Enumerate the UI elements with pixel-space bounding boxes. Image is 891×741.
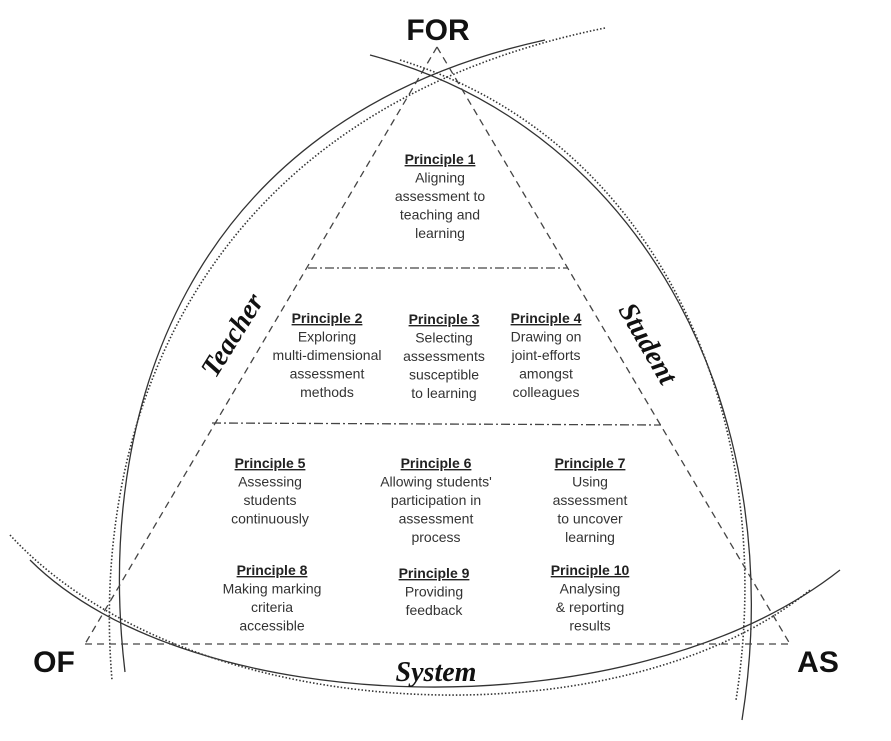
principle-block: Principle 6 Allowing students' participati… (380, 455, 492, 545)
principle-block: Principle 4 Drawing on joint-efforts amongs… (511, 310, 582, 400)
principle-description-line: teaching and (400, 207, 480, 223)
principle-description-line: students (244, 492, 297, 508)
triangle-left-edge (84, 46, 438, 645)
principle-description-line: Providing (405, 584, 463, 600)
principle-description-line: continuously (231, 511, 309, 527)
principle-description-line: Using (572, 474, 608, 490)
corner-label-for: FOR (406, 14, 470, 47)
tier-divider-2 (211, 422, 662, 426)
principle-description-line: Allowing students' (380, 474, 492, 490)
principle-title: Principle 3 (409, 311, 480, 327)
principle-title: Principle 10 (551, 562, 630, 578)
principle-description-line: assessment (399, 511, 474, 527)
principle-description-line: participation in (391, 492, 481, 508)
principle-description-line: to learning (411, 385, 476, 401)
principle-title: Principle 6 (401, 455, 472, 471)
side-label-student: Student (612, 298, 684, 391)
arc-student-solid (369, 54, 752, 721)
principle-description-line: learning (565, 529, 615, 545)
principle-description-line: criteria (251, 599, 293, 615)
principle-description-line: Selecting (415, 330, 473, 346)
arc-group (9, 27, 841, 721)
principle-description-line: Analysing (560, 581, 621, 597)
principle-description-line: methods (300, 384, 354, 400)
arc-system-dotted (9, 534, 811, 696)
principle-description-line: Exploring (298, 329, 356, 345)
principle-description-line: assessments (403, 348, 485, 364)
side-label-system: System (396, 657, 477, 688)
side-label-teacher: Teacher (195, 287, 271, 383)
principle-title: Principle 5 (235, 455, 306, 471)
principle-description-line: amongst (519, 366, 573, 382)
principle-block: Principle 2 Exploring multi-dimensional ass… (273, 310, 382, 400)
principle-title: Principle 8 (237, 562, 308, 578)
principle-block: Principle 8 Making marking criteria accessi… (223, 562, 322, 634)
principle-description-line: learning (415, 225, 465, 241)
principle-description-line: assessment to (395, 188, 485, 204)
principle-description-line: susceptible (409, 367, 479, 383)
principle-title: Principle 1 (405, 151, 476, 167)
triangle-group (84, 46, 791, 645)
principle-description-line: Drawing on (511, 329, 582, 345)
principle-block: Principle 9 Providing feedback (399, 565, 470, 618)
triangle-right-edge (436, 46, 791, 645)
principle-description-line: feedback (406, 602, 464, 618)
principle-block: Principle 3 Selecting assessments susceptib… (403, 311, 485, 401)
arc-teacher-solid (118, 39, 546, 673)
principle-description-line: process (411, 529, 460, 545)
principle-description-line: Aligning (415, 170, 465, 186)
principle-title: Principle 2 (292, 310, 363, 326)
principle-description-line: Making marking (223, 581, 322, 597)
principle-description-line: accessible (239, 618, 305, 634)
principle-title: Principle 4 (511, 310, 582, 326)
principle-title: Principle 9 (399, 565, 470, 581)
principle-block: Principle 1 Aligning assessment to teaching… (395, 151, 485, 241)
principle-block: Principle 5 Assessing students continuously (231, 455, 309, 527)
principle-description-line: assessment (290, 366, 365, 382)
principle-description-line: multi-dimensional (273, 347, 382, 363)
principle-description-line: assessment (553, 492, 628, 508)
principle-description-line: results (569, 618, 610, 634)
principle-block: Principle 10 Analysing & reporting results (551, 562, 630, 634)
principle-description-line: Assessing (238, 474, 302, 490)
corner-label-as: AS (797, 646, 839, 679)
principle-description-line: to uncover (557, 511, 623, 527)
corner-label-of: OF (33, 646, 75, 679)
principle-title: Principle 7 (555, 455, 626, 471)
principle-description-line: colleagues (513, 384, 580, 400)
principle-block: Principle 7 Using assessment to uncover lear… (553, 455, 628, 545)
principle-description-line: & reporting (556, 599, 624, 615)
principles-layer: Principle 1 Aligning assessment to teaching… (223, 151, 630, 634)
principle-description-line: joint-efforts (511, 347, 581, 363)
arc-system-solid (29, 559, 841, 688)
